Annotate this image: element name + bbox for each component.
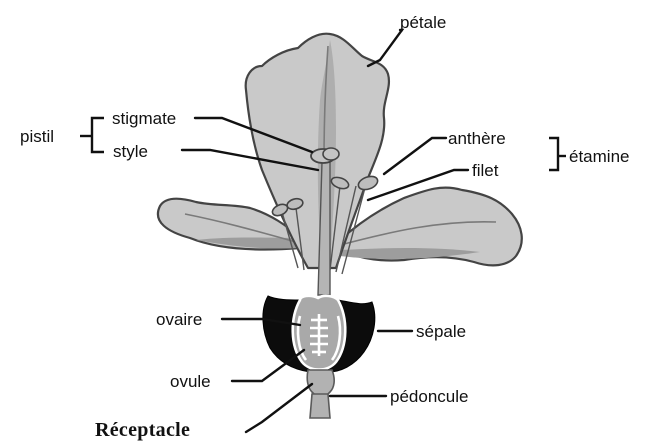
label-petale: pétale xyxy=(400,13,446,32)
etamine-bracket xyxy=(549,138,558,170)
label-pedoncule: pédoncule xyxy=(390,387,468,406)
leader-anthere xyxy=(384,138,446,174)
label-receptacle: Réceptacle xyxy=(95,419,190,441)
pistil-bracket xyxy=(92,118,104,152)
label-ovule: ovule xyxy=(170,372,211,391)
leader-receptacle xyxy=(246,384,312,432)
peduncle-stem xyxy=(310,394,330,418)
flower-illustration xyxy=(158,34,522,418)
label-filet: filet xyxy=(472,161,499,180)
receptacle-shape xyxy=(307,370,334,396)
label-stigmate: stigmate xyxy=(112,109,176,128)
label-style: style xyxy=(113,142,148,161)
label-sepale: sépale xyxy=(416,322,466,341)
label-pistil: pistil xyxy=(20,127,54,146)
label-ovaire: ovaire xyxy=(156,310,202,329)
label-etamine: étamine xyxy=(569,147,629,166)
label-anthere: anthère xyxy=(448,129,506,148)
